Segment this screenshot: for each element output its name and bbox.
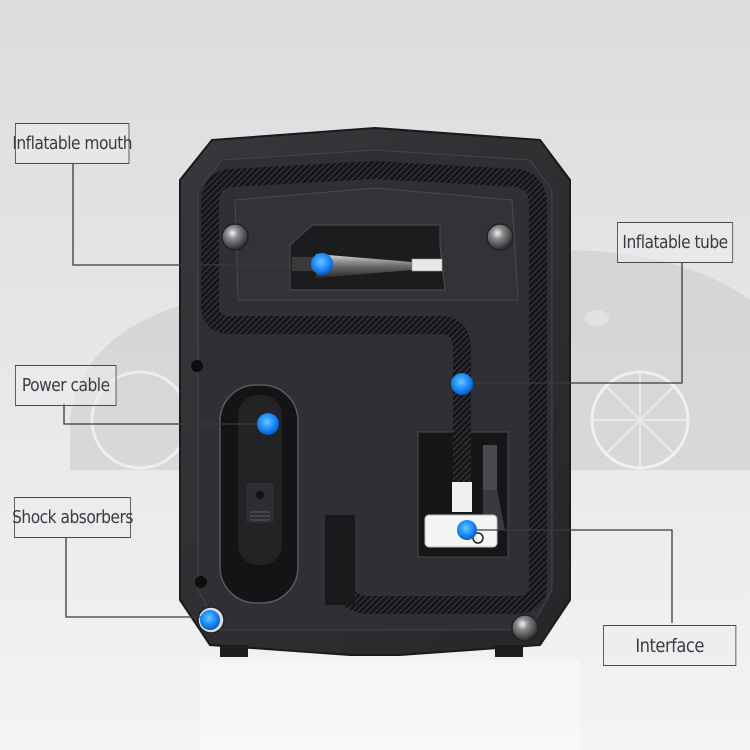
callout-label: Shock absorbers [12, 507, 133, 528]
marker-inflatable-tube [451, 373, 473, 395]
marker-inflatable-mouth [311, 253, 333, 275]
callout-power-cable: Power cable [15, 365, 117, 406]
leader-lines [63, 163, 683, 623]
callout-label: Interface [635, 634, 704, 657]
marker-power-cable [257, 413, 279, 435]
callout-shock-absorbers: Shock absorbers [12, 497, 133, 538]
blue-markers [200, 253, 477, 630]
callout-interface: Interface [603, 625, 737, 666]
callout-inflatable-mouth: Inflatable mouth [12, 123, 133, 164]
callout-inflatable-tube: Inflatable tube [617, 222, 734, 263]
callout-label: Power cable [21, 375, 110, 396]
marker-interface [457, 520, 477, 540]
hose-perimeter [201, 161, 471, 439]
callout-label: Inflatable tube [622, 232, 728, 253]
marker-shock-absorber [200, 610, 220, 630]
callout-label: Inflatable mouth [12, 133, 133, 154]
